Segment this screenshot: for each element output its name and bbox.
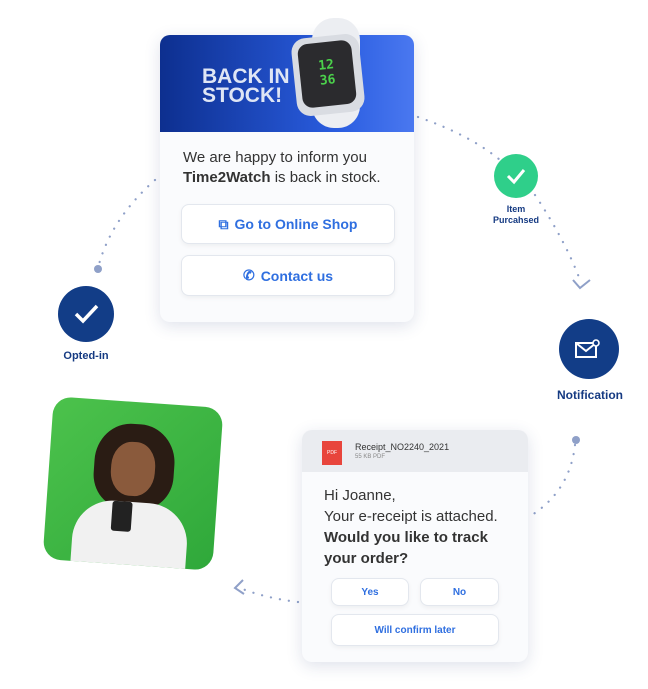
stock-message: We are happy to inform you Time2Watch is… xyxy=(183,148,381,188)
confirm-later-button[interactable]: Will confirm later xyxy=(331,614,499,646)
contact-us-button[interactable]: ✆ Contact us xyxy=(181,255,395,296)
customer-photo xyxy=(42,396,224,571)
button-label: Contact us xyxy=(260,267,334,284)
smartwatch-image: 12 36 xyxy=(290,18,374,128)
brand-name: Time2Watch xyxy=(183,169,271,186)
track-question: Would you like to track your order? xyxy=(324,529,488,567)
pdf-file-icon: PDF xyxy=(322,441,342,465)
message-line: We are happy to inform you xyxy=(183,149,367,166)
back-in-stock-banner: BACK IN STOCK! xyxy=(160,35,414,132)
go-to-shop-button[interactable]: ⧉ Go to Online Shop xyxy=(181,204,395,244)
receipt-message: Hi Joanne, Your e-receipt is attached. W… xyxy=(324,485,519,569)
button-label: Go to Online Shop xyxy=(234,216,358,232)
phone-icon: ✆ xyxy=(242,267,255,283)
message-rest: is back in stock. xyxy=(270,169,381,186)
banner-title: BACK IN STOCK! xyxy=(202,65,290,107)
no-button[interactable]: No xyxy=(420,578,499,606)
file-meta: 55 KB PDF xyxy=(355,454,386,460)
greeting: Hi Joanne, xyxy=(324,487,396,504)
message-line: Your e-receipt is attached. xyxy=(324,508,498,525)
item-purchased-check-icon xyxy=(494,154,538,198)
notification-label: Notification xyxy=(557,388,623,402)
external-link-icon: ⧉ xyxy=(218,215,229,232)
attachment-row[interactable]: PDF Receipt_NO2240_2021 55 KB PDF xyxy=(302,430,528,472)
receipt-card: PDF Receipt_NO2240_2021 55 KB PDF Hi Joa… xyxy=(302,430,528,662)
back-in-stock-card: BACK IN STOCK! We are happy to inform yo… xyxy=(160,35,414,322)
notification-envelope-icon xyxy=(559,319,619,379)
file-name: Receipt_NO2240_2021 xyxy=(355,442,450,452)
opted-in-label: Opted-in xyxy=(63,350,109,362)
yes-button[interactable]: Yes xyxy=(331,578,409,606)
opted-in-check-icon xyxy=(58,286,114,342)
